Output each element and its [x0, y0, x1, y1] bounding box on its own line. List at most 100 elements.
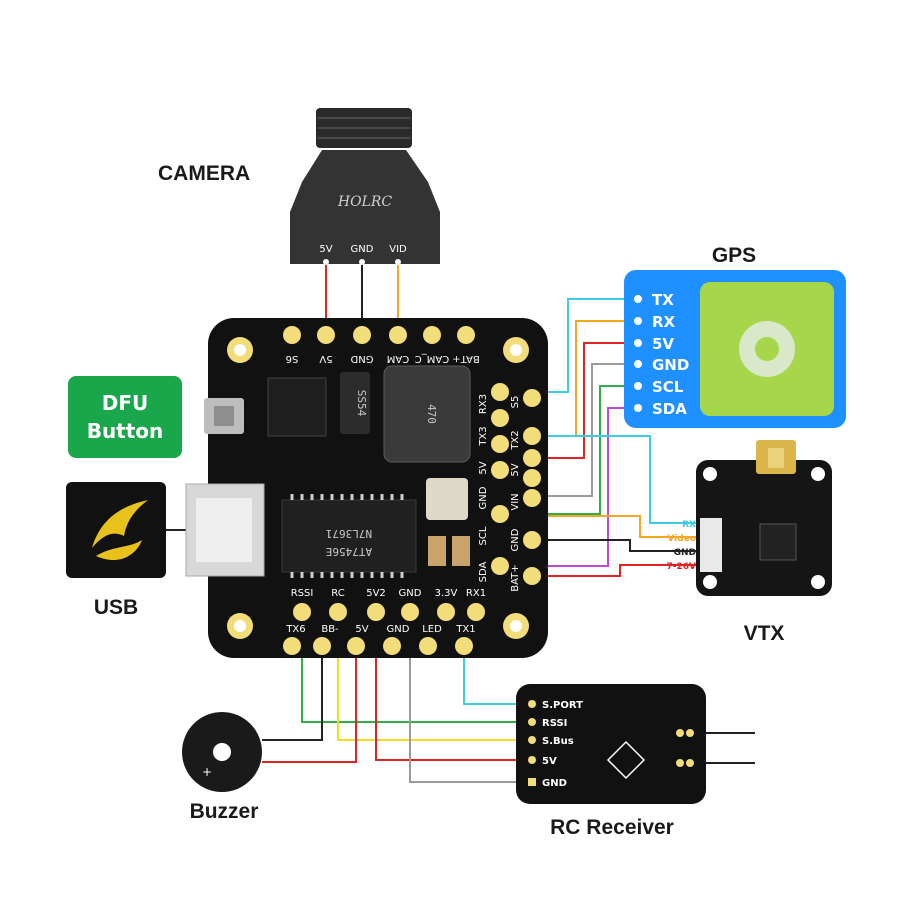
fc-top-pads: [283, 326, 475, 344]
fc-pad-label: BAT+: [510, 564, 521, 591]
wire-vtx-power: [536, 564, 700, 577]
wire-rc-sport: [463, 648, 526, 705]
camera-logo: HOLRC: [337, 194, 393, 210]
fc-pad-label: 5V: [319, 353, 332, 364]
fc-pad-label: 3.3V: [435, 588, 458, 599]
wire-buzzer-pos: [262, 648, 357, 763]
fc-pad-label: S6: [286, 353, 299, 364]
fc-pad-label: GND: [510, 528, 521, 551]
fc-pad-label: GND: [350, 353, 373, 364]
wire-vtx-rx: [536, 435, 700, 524]
vtx-chip: [759, 523, 797, 561]
gps-label: GPS: [712, 244, 756, 267]
gps-pin-sda: SDA: [652, 400, 687, 418]
rc-receiver-label: RC Receiver: [550, 816, 674, 839]
fc-pad-label: RX1: [466, 588, 486, 599]
wire-buzzer-neg: [262, 648, 323, 741]
fc-pad-label: TX2: [510, 430, 521, 450]
fc-right-pads-left: [491, 383, 509, 575]
fc-bottom-pads-row1: [293, 603, 485, 621]
usb-label: USB: [94, 596, 138, 619]
fc-pad-label: TX6: [285, 624, 305, 635]
buzzer-label: Buzzer: [190, 800, 259, 823]
wires: [166, 262, 755, 783]
gps-pin-gnd: GND: [652, 356, 689, 374]
wire-gps-sda: [500, 407, 638, 567]
rc-receiver: S.PORT RSSI S.Bus 5V GND RC Receiver: [516, 684, 706, 839]
fc-pad-label: 5V: [478, 461, 489, 474]
capacitor: [428, 536, 446, 566]
gps-pin-tx: TX: [652, 291, 674, 309]
fc-pad-label: S5: [510, 396, 521, 409]
crystal: [426, 478, 468, 520]
rc-pin-gnd: GND: [542, 778, 567, 789]
fc-bottom-pads-row2: [283, 637, 473, 655]
inductor-label: 470: [425, 404, 438, 424]
fc-pad-label: 5V: [355, 624, 368, 635]
fc-pad-label: LED: [422, 624, 442, 635]
wire-rc-rssi: [301, 648, 526, 723]
fc-pad-label: SDA: [478, 561, 489, 582]
usb-callout: USB: [66, 482, 166, 619]
diamond-icon: [606, 740, 646, 780]
rc-pin-rssi: RSSI: [542, 718, 567, 729]
rc-antenna-pad: [676, 759, 684, 767]
camera: CAMERA HOLRC 5V GND VID: [158, 108, 440, 265]
fc-pad-label: GND: [399, 588, 422, 599]
wire-gps-gnd: [532, 363, 638, 497]
fc-pad-label: RC: [331, 588, 344, 599]
vtx-pin-gnd: GND: [674, 548, 696, 558]
fc-pad-label: RX3: [478, 394, 489, 414]
dfu-label-line2: Button: [87, 419, 164, 443]
fc-pad-label: GND: [478, 486, 489, 509]
wire-gps-5v: [532, 342, 638, 459]
wire-rc-5v: [375, 648, 526, 761]
wire-rc-gnd: [409, 648, 526, 783]
rc-pin-sport: S.PORT: [542, 700, 583, 711]
dfu-label-line1: DFU: [102, 391, 149, 415]
rc-antenna-pad: [676, 729, 684, 737]
gps-module: GPS TX RX 5V GND SCL SDA: [624, 244, 846, 428]
wire-vtx-gnd: [536, 539, 700, 552]
fc-pad-label: RSSI: [291, 588, 314, 599]
fc-pad-label: VIN: [510, 493, 521, 510]
gyro-chip: [267, 377, 327, 437]
dfu-label-box: [68, 376, 182, 458]
flight-controller: S6 5V GND CAM CAM_C BAT+ RX3 TX3 5V GND …: [185, 318, 548, 658]
fc-pad-label: BB-: [321, 624, 339, 635]
gps-pin-5v: 5V: [652, 335, 674, 353]
fc-pad-label: 5V: [510, 463, 521, 476]
mcu-label-1: N7L3671: [326, 527, 372, 540]
vtx-pin-power: 7-26V: [667, 562, 697, 572]
gps-pin-rx: RX: [652, 313, 676, 331]
logo-icon: [92, 500, 148, 548]
fc-pad-label: TX1: [455, 624, 475, 635]
rc-pin-5v: 5V: [542, 756, 557, 767]
vtx-module: RX Video GND 7-26V VTX: [667, 440, 832, 645]
fc-right-pads-right: [523, 389, 541, 585]
camera-label: CAMERA: [158, 162, 250, 185]
camera-pin-gnd: GND: [351, 244, 374, 255]
rc-board: [516, 684, 706, 804]
camera-pin-vid: VID: [389, 244, 407, 255]
rc-pin-sbus: S.Bus: [542, 736, 574, 747]
wire-vtx-video: [536, 515, 700, 538]
vtx-connector: [700, 518, 722, 572]
fc-pad-label: CAM: [387, 353, 409, 364]
plus-icon: +: [202, 765, 212, 779]
dfu-button-callout: DFU Button: [68, 376, 182, 458]
diode: [340, 372, 370, 434]
camera-pin-5v: 5V: [319, 244, 332, 255]
vtx-pin-video: Video: [667, 534, 696, 544]
mcu-chip: [281, 499, 417, 573]
wire-rc-sbus: [337, 648, 526, 741]
gps-pin-scl: SCL: [652, 378, 684, 396]
camera-body: [290, 150, 440, 264]
fc-pad-label: BAT+: [452, 353, 479, 364]
inductor: [383, 365, 471, 463]
capacitor: [452, 536, 470, 566]
fc-pad-label: SCL: [478, 526, 489, 545]
diode-label: SS54: [355, 390, 368, 417]
fc-pad-label: CAM_C: [415, 353, 449, 364]
